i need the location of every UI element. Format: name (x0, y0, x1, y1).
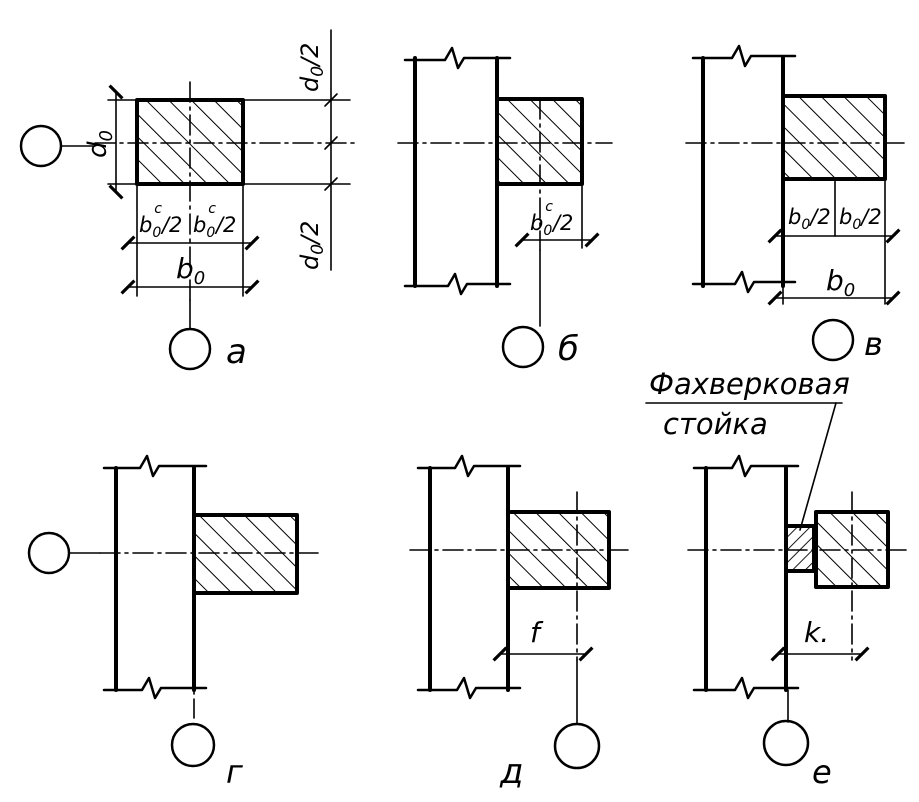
dim-d0: d0 (83, 130, 117, 158)
leader-line (799, 402, 837, 531)
diagram-d: f д (409, 454, 634, 792)
label-v: в (864, 325, 883, 363)
dim-b0c-half: b0c/2 (530, 199, 573, 239)
dim-b0c-half-left: b0c/2 (139, 201, 182, 241)
label-g: г (226, 753, 243, 791)
axis-marker-circle (501, 325, 545, 369)
axis-marker-circle (811, 318, 855, 362)
diagram-b: b0c/2 б (397, 46, 613, 369)
annotation-line2: стойка (663, 407, 768, 441)
axis-marker-circle (168, 327, 212, 371)
label-b: б (558, 329, 579, 369)
diagram-e: k. е Фахверковая стойка (645, 367, 911, 791)
dim-d0-half-bottom: d0/2 (296, 221, 328, 270)
diagram-v: b0/2 b0/2 b0 в (685, 44, 905, 363)
hatched-section (194, 515, 297, 593)
annotation-line1: Фахверковая (649, 367, 850, 401)
label-a: а (226, 332, 247, 372)
hatched-section (137, 100, 243, 184)
axis-marker-circle (19, 124, 63, 168)
dim-b0: b0 (176, 252, 205, 289)
dim-k: k. (804, 616, 829, 649)
dim-b0: b0 (826, 264, 855, 301)
axis-marker-circle (553, 722, 601, 770)
hatched-section (508, 512, 609, 588)
diagram-g: г (27, 454, 323, 791)
dim-b0-half-left: b0/2 (788, 205, 831, 233)
dim-b0-half-right: b0/2 (839, 205, 882, 233)
dim-f: f (530, 616, 544, 649)
label-d: д (499, 752, 524, 792)
axis-marker-circle (27, 531, 71, 575)
dim-d0-half-top: d0/2 (296, 43, 328, 92)
hatched-section (783, 96, 885, 179)
axis-marker-circle (762, 719, 810, 767)
fachwerk-post-section (786, 526, 814, 571)
axis-marker-circle (170, 722, 216, 768)
dim-b0c-half-right: b0c/2 (193, 201, 236, 241)
diagram-a: d0 d0/2 d0/2 b0c/2 b0c/2 b0 а (19, 29, 356, 372)
label-e: е (812, 753, 832, 791)
